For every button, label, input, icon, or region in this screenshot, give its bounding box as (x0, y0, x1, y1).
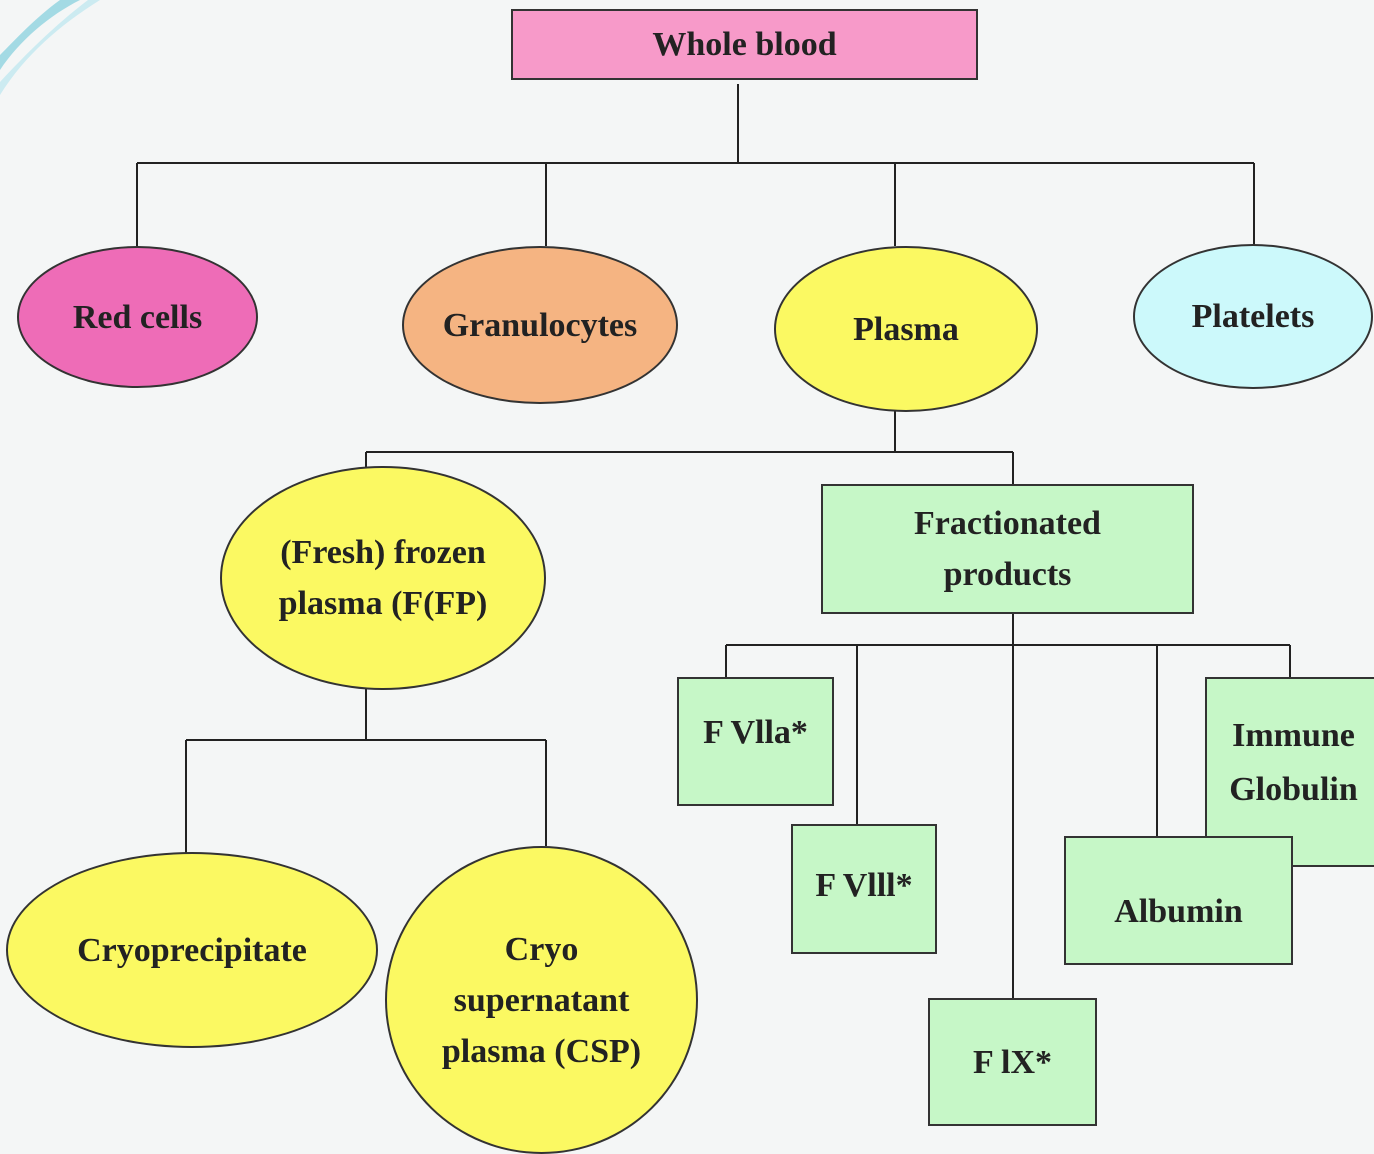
corner-swoosh (0, 0, 80, 70)
node-f-viii: F Vlll* (791, 824, 937, 954)
node-f-ix: F lX* (928, 998, 1097, 1126)
node-albumin-label: Albumin (1114, 893, 1243, 930)
node-albumin: Albumin (1064, 836, 1293, 965)
node-granulocytes: Granulocytes (402, 246, 678, 404)
node-f-viii-label: F Vlll* (815, 867, 913, 904)
node-immune-globulin: Immune Globulin (1205, 677, 1374, 867)
node-granulocytes-label: Granulocytes (442, 306, 638, 344)
node-cryo-supernatant-plasma-label: Cryo supernatant plasma (CSP) (441, 930, 642, 1070)
node-cryoprecipitate-label: Cryoprecipitate (77, 931, 307, 969)
node-fractionated-products-label: Fractionated products (914, 505, 1101, 593)
node-immune-globulin-label: Immune Globulin (1229, 717, 1358, 809)
node-platelets-label: Platelets (1191, 298, 1315, 335)
node-red-cells-label: Red cells (72, 298, 203, 336)
node-cryoprecipitate: Cryoprecipitate (6, 852, 378, 1048)
node-fresh-frozen-plasma-label: (Fresh) frozen plasma (F(FP) (278, 534, 488, 622)
node-whole-blood-label: Whole blood (652, 26, 837, 63)
node-f-ix-label: F lX* (972, 1043, 1052, 1081)
node-f-viia-label: F Vlla* (703, 714, 808, 751)
node-whole-blood: Whole blood (511, 9, 978, 80)
node-f-viia: F Vlla* (677, 677, 834, 806)
node-red-cells: Red cells (17, 246, 258, 388)
node-cryo-supernatant-plasma: Cryo supernatant plasma (CSP) (385, 846, 698, 1154)
node-plasma-label: Plasma (853, 310, 959, 348)
node-platelets: Platelets (1133, 244, 1373, 389)
node-fresh-frozen-plasma: (Fresh) frozen plasma (F(FP) (220, 466, 546, 690)
node-fractionated-products: Fractionated products (821, 484, 1194, 614)
node-plasma: Plasma (774, 246, 1038, 412)
